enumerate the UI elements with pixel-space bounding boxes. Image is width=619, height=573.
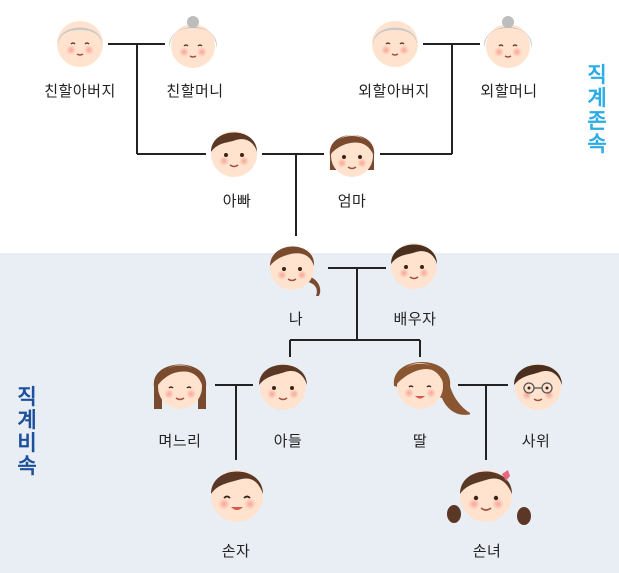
descendants-background bbox=[0, 253, 619, 573]
woman-face-icon bbox=[150, 355, 207, 411]
label-maternal-grandfather: 외할아버지 bbox=[358, 82, 430, 100]
grandmother-face-icon bbox=[165, 14, 221, 70]
grandfather-face-icon bbox=[52, 14, 108, 70]
label-spouse: 배우자 bbox=[393, 310, 437, 328]
descendants-title: 직계비속 bbox=[17, 385, 37, 478]
label-mother: 엄마 bbox=[337, 192, 367, 210]
girl-pigtails-face-icon bbox=[446, 460, 531, 525]
boy-face-icon bbox=[204, 460, 263, 522]
woman-ponytail-face-icon bbox=[264, 236, 321, 296]
woman-longhair-face-icon bbox=[390, 352, 470, 415]
label-maternal-grandmother: 외할머니 bbox=[480, 82, 538, 100]
label-grandson: 손자 bbox=[221, 542, 251, 560]
grandmother-face-icon bbox=[480, 14, 536, 70]
label-son: 아들 bbox=[273, 432, 303, 450]
ascendants-title: 직계존속 bbox=[587, 63, 607, 156]
grandfather-face-icon bbox=[367, 14, 423, 70]
label-me: 나 bbox=[288, 310, 304, 328]
man-face-icon bbox=[386, 236, 442, 292]
label-paternal-grandmother: 친할머니 bbox=[166, 82, 224, 100]
label-daughter-in-law: 며느리 bbox=[158, 432, 202, 450]
label-father: 아빠 bbox=[222, 192, 252, 210]
label-daughter: 딸 bbox=[412, 432, 428, 450]
man-face-icon bbox=[206, 124, 262, 180]
label-granddaughter: 손녀 bbox=[472, 542, 502, 560]
woman-face-icon bbox=[324, 124, 380, 180]
man-glasses-face-icon bbox=[508, 355, 564, 411]
label-paternal-grandfather: 친할아버지 bbox=[44, 82, 116, 100]
label-son-in-law: 사위 bbox=[521, 432, 551, 450]
man-face-icon bbox=[253, 355, 309, 411]
